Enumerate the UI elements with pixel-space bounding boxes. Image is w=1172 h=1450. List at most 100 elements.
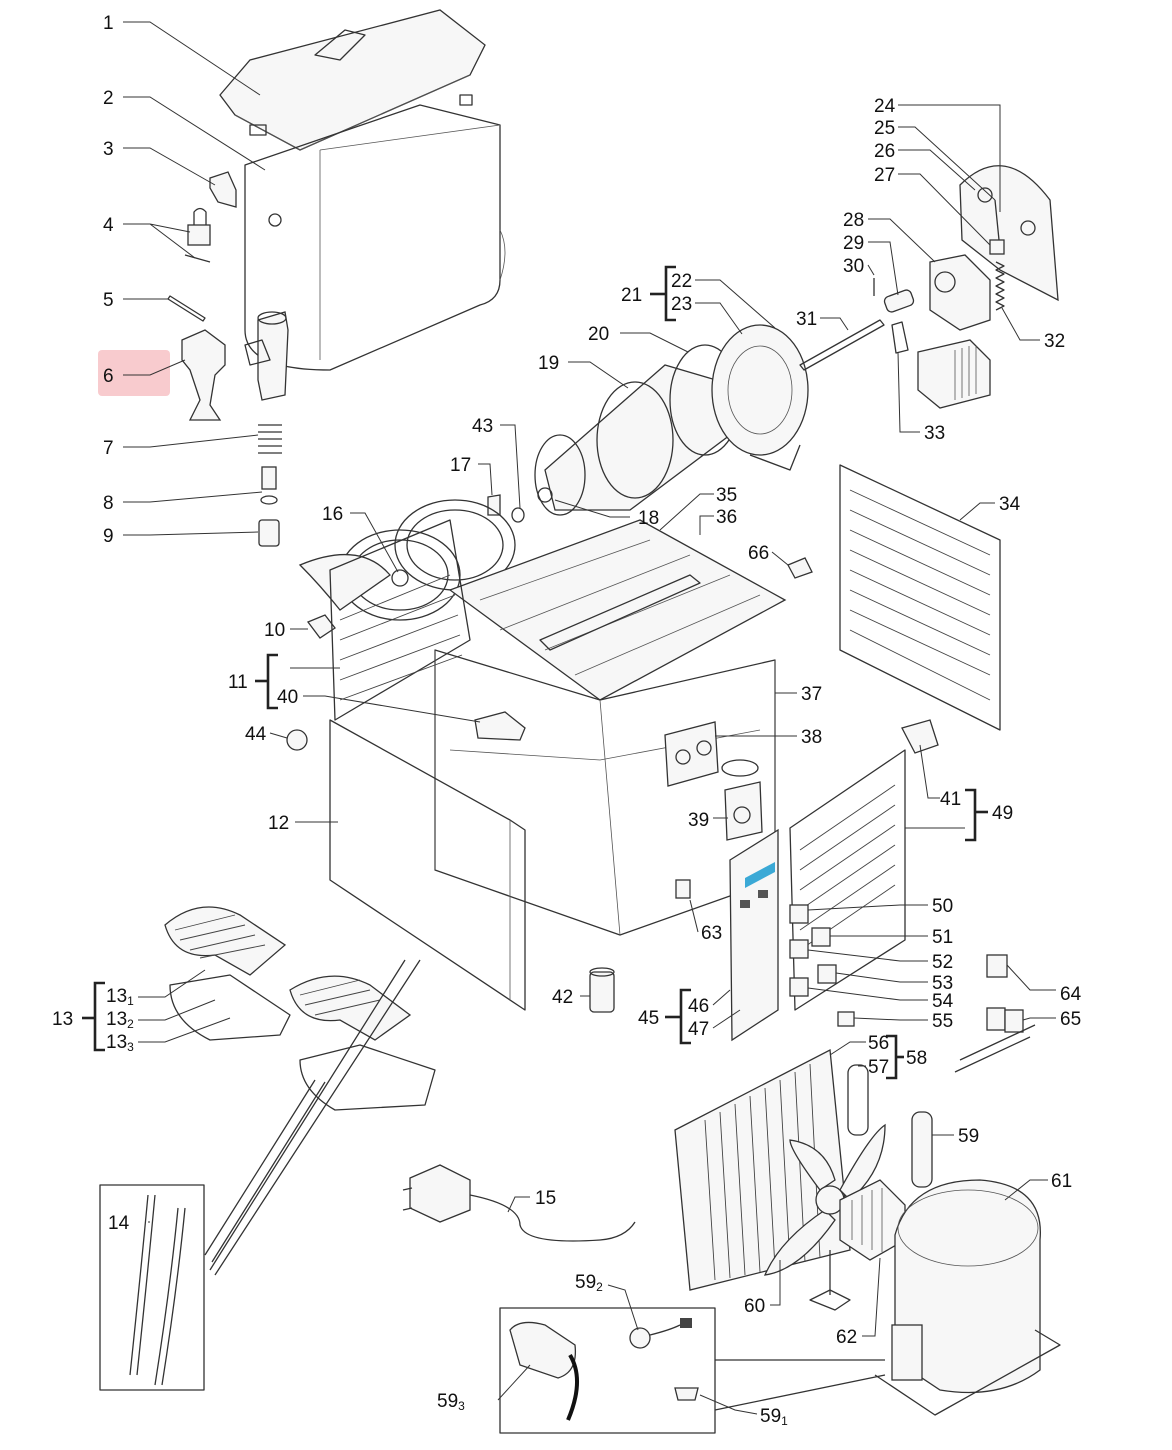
label-34: 34	[999, 494, 1021, 515]
highlight-6	[98, 350, 170, 396]
label-8: 8	[103, 493, 114, 514]
part-drain-pipe-guide	[204, 959, 421, 1276]
part-augers	[298, 499, 516, 621]
label-21: 21	[621, 285, 642, 306]
label-49: 49	[992, 803, 1013, 824]
part-spring-32	[995, 261, 1005, 311]
part-condenser	[674, 1048, 869, 1291]
label-27: 27	[874, 165, 895, 186]
part-spring	[258, 424, 282, 454]
part-front-panel	[329, 719, 526, 1011]
label-66: 66	[748, 543, 769, 564]
label-43: 43	[472, 416, 493, 437]
label-2: 2	[103, 88, 114, 109]
label-50: 50	[932, 896, 953, 917]
part-back-grille	[839, 464, 1001, 731]
part-connector-66	[787, 557, 813, 579]
part-compressor	[874, 1179, 1061, 1416]
label-5: 5	[103, 290, 114, 311]
grouping-brackets	[82, 265, 988, 1080]
label-64: 64	[1060, 984, 1082, 1005]
part-lock-pin	[184, 207, 211, 263]
part-handle	[181, 329, 226, 421]
label-28: 28	[843, 210, 864, 231]
part-condenser-grille-11	[329, 519, 471, 721]
part-control-panel	[729, 828, 779, 1042]
label-16: 16	[322, 504, 343, 525]
label-14: 14	[108, 1213, 130, 1234]
label-6: 6	[103, 366, 114, 387]
part-clip-41	[901, 719, 939, 754]
label-4: 4	[103, 215, 114, 236]
part-oring	[511, 507, 525, 523]
part-63	[675, 879, 691, 899]
leader-lines	[123, 21, 1056, 1415]
label-24: 24	[874, 96, 896, 117]
label-61: 61	[1051, 1171, 1072, 1192]
part-shaft	[799, 319, 885, 371]
label-58: 58	[906, 1048, 927, 1069]
label-1: 1	[103, 13, 114, 34]
part-evaporator	[534, 344, 751, 516]
label-46: 46	[688, 996, 709, 1017]
part-bracket-plate	[959, 165, 1059, 302]
label-38: 38	[801, 727, 822, 748]
part-pin	[167, 295, 206, 322]
part-inset-box	[499, 1307, 886, 1434]
label-56: 56	[868, 1033, 889, 1054]
label-35: 35	[716, 485, 737, 506]
label-9: 9	[103, 526, 114, 547]
part-fan	[763, 1123, 886, 1276]
label-65: 65	[1060, 1009, 1081, 1030]
label-36: 36	[716, 507, 737, 528]
label-59-2: 592	[575, 1272, 603, 1294]
label-10: 10	[264, 620, 285, 641]
label-17: 17	[450, 455, 471, 476]
part-bowl	[244, 104, 506, 371]
label-45: 45	[638, 1008, 659, 1029]
part-relays	[789, 904, 855, 1027]
label-51: 51	[932, 927, 953, 948]
label-47: 47	[688, 1019, 709, 1040]
label-63: 63	[701, 923, 722, 944]
label-7: 7	[103, 438, 114, 459]
label-32: 32	[1044, 331, 1065, 352]
label-20: 20	[588, 324, 609, 345]
part-filter	[911, 1111, 933, 1188]
label-52: 52	[932, 952, 953, 973]
part-side-grille	[789, 749, 906, 1011]
label-29: 29	[843, 233, 864, 254]
label-13-3: 133	[106, 1032, 134, 1054]
part-drip-trays	[164, 906, 436, 1111]
part-solenoids	[954, 954, 1036, 1073]
label-11: 11	[228, 672, 248, 693]
part-knob-17	[487, 494, 501, 516]
label-55: 55	[932, 1011, 953, 1032]
label-13-1: 131	[106, 986, 134, 1008]
label-19: 19	[538, 353, 559, 374]
label-62: 62	[836, 1327, 857, 1348]
label-37: 37	[801, 684, 822, 705]
label-3: 3	[103, 139, 114, 160]
label-40: 40	[277, 687, 298, 708]
label-15: 15	[535, 1188, 556, 1209]
part-flange	[711, 324, 809, 471]
part-tap-body	[244, 311, 289, 401]
label-31: 31	[796, 309, 817, 330]
label-59-1: 591	[760, 1406, 788, 1428]
label-18: 18	[638, 508, 659, 529]
part-sleeve	[258, 519, 280, 547]
part-drawings	[99, 9, 1061, 1434]
label-44: 44	[245, 724, 267, 745]
part-nozzle	[306, 614, 336, 639]
part-tubes-box	[99, 1184, 205, 1391]
part-knob-44	[286, 729, 308, 751]
label-13: 13	[52, 1009, 73, 1030]
label-54: 54	[932, 991, 954, 1012]
part-bushing	[883, 289, 915, 313]
part-fan-motor	[809, 1179, 906, 1311]
part-motor	[891, 321, 991, 409]
part-foot	[589, 967, 615, 1013]
label-22: 22	[671, 271, 692, 292]
